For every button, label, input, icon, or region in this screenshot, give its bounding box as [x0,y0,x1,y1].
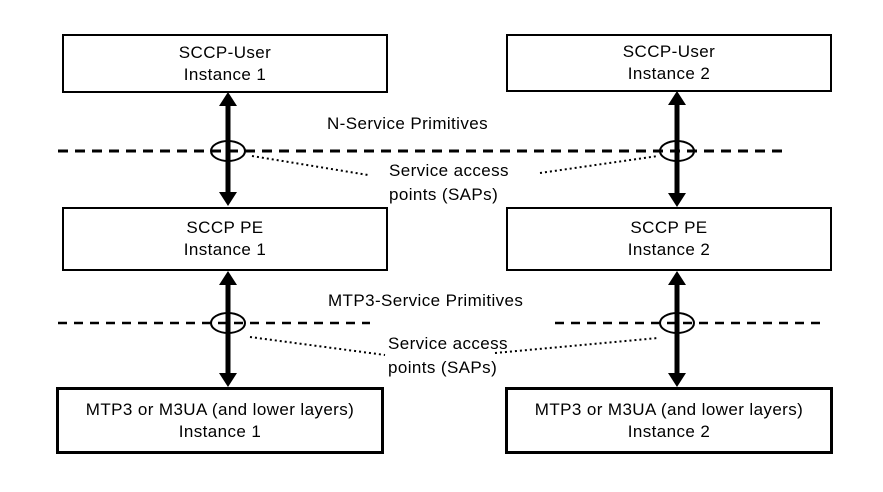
sap-ellipse-lower-right [659,312,695,334]
label-line: points (SAPs) [388,358,498,377]
label-line: points (SAPs) [389,185,499,204]
arrow-sccp-pe-1-mtp3-1 [219,271,237,387]
box-sccp-pe-instance-2: SCCP PE Instance 2 [506,207,832,271]
box-title: SCCP PE [630,218,708,237]
box-sccp-pe-instance-1: SCCP PE Instance 1 [62,207,388,271]
box-subtitle: Instance 1 [183,240,267,259]
box-subtitle: Instance 2 [627,64,711,83]
sap-ellipse-upper-left [210,140,246,162]
label-service-access-points-upper: Service access points (SAPs) [389,159,509,207]
box-subtitle: Instance 2 [627,240,711,259]
box-title: MTP3 or M3UA (and lower layers) [85,399,355,419]
box-subtitle: Instance 1 [178,421,262,441]
sap-ellipse-upper-right [659,140,695,162]
arrow-sccp-user-1-sccp-pe-1 [219,92,237,206]
box-sccp-user-instance-2: SCCP-User Instance 2 [506,34,832,92]
box-title: SCCP-User [178,42,272,62]
sap-leader-line-lower-left [249,336,386,356]
box-mtp3-instance-2: MTP3 or M3UA (and lower layers) Instance… [505,387,833,454]
box-mtp3-instance-1: MTP3 or M3UA (and lower layers) Instance… [56,387,384,454]
sap-leader-line-lower-right [494,337,659,354]
label-service-access-points-lower: Service access points (SAPs) [388,332,508,380]
sap-leader-line-upper-right [539,155,659,174]
box-subtitle: Instance 1 [183,64,267,84]
arrow-sccp-user-2-sccp-pe-2 [668,91,686,207]
box-title: SCCP PE [186,218,264,237]
label-n-service-primitives: N-Service Primitives [327,114,489,133]
arrow-sccp-pe-2-mtp3-2 [668,271,686,387]
sap-ellipse-lower-left [210,312,246,334]
sap-leader-line-upper-left [251,155,369,176]
box-sccp-user-instance-1: SCCP-User Instance 1 [62,34,388,93]
box-subtitle: Instance 2 [627,421,711,441]
label-mtp3-service-primitives: MTP3-Service Primitives [328,291,524,310]
box-title: MTP3 or M3UA (and lower layers) [534,399,804,419]
label-line: Service access [389,161,509,180]
label-line: Service access [388,334,508,353]
box-title: SCCP-User [622,42,716,61]
